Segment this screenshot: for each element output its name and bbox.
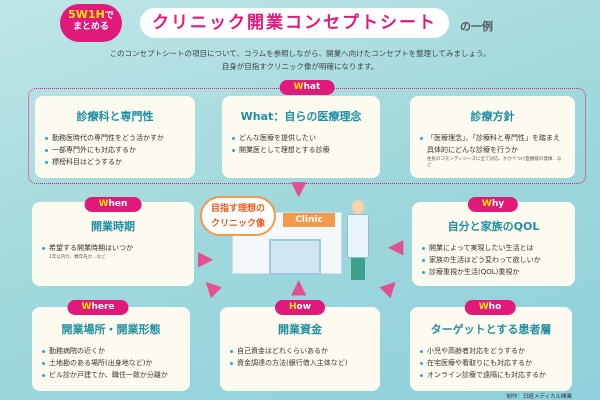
label-text: まとめる bbox=[72, 21, 109, 32]
label-text: W bbox=[293, 82, 304, 92]
card-title: What：自らの医療理念 bbox=[240, 110, 362, 123]
list-item: 土地勘のある場所(出身地など)か bbox=[42, 357, 180, 369]
clinic-door bbox=[269, 239, 321, 275]
arrow-left-icon: ◀ bbox=[388, 234, 404, 258]
label-text: 5W1H bbox=[68, 8, 105, 21]
list-item: 小児や高齢者対応をどうするか bbox=[420, 345, 562, 357]
label-text: here bbox=[91, 302, 115, 312]
card-specialty: 診療科と専門性勤務医時代の専門性をどう活かすか一部専門外にも対応するか標榜科目は… bbox=[35, 96, 195, 178]
list-item: どんな医療を提供したい bbox=[232, 132, 370, 144]
credit: 制作：日経メディカル開業 bbox=[506, 394, 572, 400]
label-text: W bbox=[98, 199, 109, 209]
list-item: 在宅医療や看取りにも対応するか bbox=[420, 357, 562, 369]
ideal-clinic-bubble: 目指す理想のクリニック像 bbox=[200, 196, 276, 236]
label-text: hen bbox=[108, 199, 128, 209]
what-tag: What bbox=[279, 80, 335, 95]
card-why: 自分と家族のQOL 開業によって実現したい生活とは家族の生活はどう変わって欲しいか… bbox=[412, 202, 575, 286]
why-tag: Why bbox=[467, 197, 519, 212]
list-item: 勤務医時代の専門性をどう活かすか bbox=[45, 132, 185, 144]
label-text: W bbox=[478, 302, 489, 312]
intro-text-2: 自身が目指すクリニック像が明確になります。 bbox=[221, 62, 379, 71]
list-item: オンライン診療で遠隔にも対応するか bbox=[420, 369, 562, 381]
who-tag: Who bbox=[464, 300, 516, 315]
card-title: 開業場所・開業形態 bbox=[61, 323, 161, 336]
list-item: 希望する開業時期はいつか bbox=[42, 242, 184, 254]
arrow-right-icon: ▶ bbox=[198, 246, 214, 270]
page-subtitle: の一例 bbox=[460, 20, 493, 33]
card-title: 開業資金 bbox=[278, 323, 322, 336]
card-note: 1年以内か、数年先か…など bbox=[49, 255, 106, 260]
card-title: 診療方針 bbox=[470, 110, 515, 123]
card-title: ターゲットとする患者層 bbox=[430, 323, 552, 336]
list-item: 「医療理念」、「診療科と専門性」を踏まえ具体的にどんな診療を行うか bbox=[420, 132, 565, 156]
intro-text: このコンセプトシートの項目について、コラムを参照しながら、開業へ向けたコンセプト… bbox=[109, 49, 491, 58]
label-text: W bbox=[481, 199, 492, 209]
list-item: 自己資金はどれくらいあるか bbox=[230, 345, 370, 357]
card-title: 診療科と専門性 bbox=[76, 110, 154, 123]
label-text: W bbox=[81, 302, 92, 312]
list-item: 開業によって実現したい生活とは bbox=[422, 242, 565, 254]
card-who: ターゲットとする患者層小児や高齢者対応をどうするか在宅医療や看取りにも対応するか… bbox=[410, 307, 572, 391]
list-item: 家族の生活はどう変わって欲しいか bbox=[422, 254, 565, 266]
where-tag: Where bbox=[67, 300, 129, 315]
arrow-up-right-icon: ▲ bbox=[195, 272, 224, 300]
label-text: クリニック像 bbox=[210, 219, 265, 229]
doctor-illustration bbox=[345, 200, 371, 284]
how-tag: How bbox=[274, 300, 326, 315]
label-text: 目指す理想の bbox=[210, 204, 265, 214]
arrow-up-left-icon: ▲ bbox=[377, 272, 406, 300]
card-where: 開業場所・開業形態勤務病院の近くか土地勘のある場所(出身地など)かビル診か戸建て… bbox=[32, 307, 190, 391]
card-note: 住民のコモンディジーズに全て対応、かかりつけ医機能の発揮…など bbox=[427, 157, 562, 168]
arrow-up-icon: ▲ bbox=[291, 274, 307, 298]
card-how: 開業資金自己資金はどれくらいあるか資金調達の方法(銀行借入主体など) bbox=[220, 307, 380, 391]
page-title: クリニック開業コンセプトシート bbox=[140, 8, 449, 38]
label-text: H bbox=[288, 302, 297, 312]
list-item: 診療重視か生活(QOL)重視か bbox=[422, 266, 565, 278]
list-item: 資金調達の方法(銀行借入主体など) bbox=[230, 357, 370, 369]
label-text: で bbox=[104, 11, 114, 21]
list-item: 勤務病院の近くか bbox=[42, 345, 180, 357]
5w1h-badge: 5W1Hでまとめる bbox=[60, 4, 122, 42]
list-item: 一部専門外にも対応するか bbox=[45, 144, 185, 156]
label-text: ho bbox=[488, 302, 502, 312]
card-title: 開業時期 bbox=[91, 220, 135, 233]
when-tag: When bbox=[84, 197, 142, 212]
label-text: hy bbox=[491, 199, 505, 209]
list-item: ビル診か戸建てか、職住一致か分離か bbox=[42, 369, 180, 381]
card-policy: 診療方針「医療理念」、「診療科と専門性」を踏まえ具体的にどんな診療を行うか住民の… bbox=[410, 96, 575, 178]
arrow-down-icon: ▼ bbox=[291, 176, 307, 200]
card-philosophy: What：自らの医療理念どんな医療を提供したい開業医として理想とする診療 bbox=[222, 96, 380, 178]
list-item: 開業医として理想とする診療 bbox=[232, 144, 370, 156]
label-text: ow bbox=[296, 302, 312, 312]
card-title: 自分と家族のQOL bbox=[447, 220, 540, 233]
clinic-sign: Clinic bbox=[283, 213, 335, 227]
label-text: hat bbox=[303, 82, 321, 92]
list-item: 標榜科目はどうするか bbox=[45, 156, 185, 168]
